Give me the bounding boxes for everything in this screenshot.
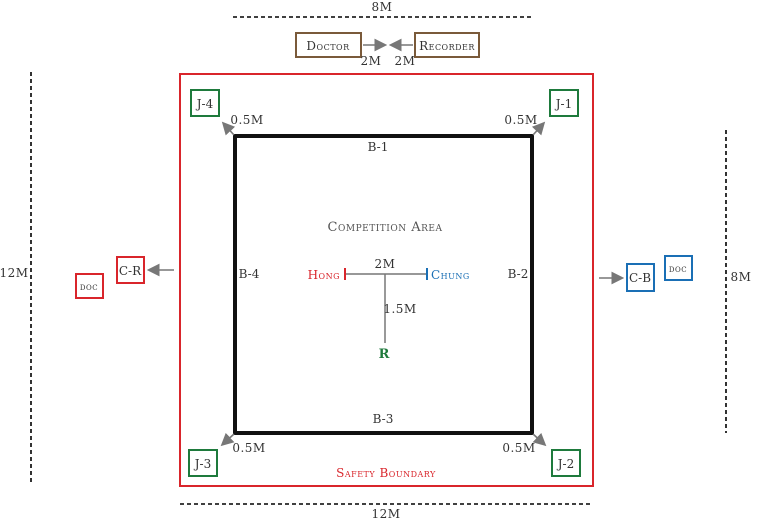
red-coach-box: [116, 256, 145, 284]
corner-arrow-bl: [220, 432, 235, 447]
safety-boundary: [179, 73, 594, 487]
top-dimension-label: 8M: [372, 0, 393, 14]
blue-doc-box: [664, 255, 693, 281]
fighter-gap-label: 2M: [375, 257, 396, 271]
corner-arrow-tl: [221, 121, 236, 136]
judge-j2-box: [551, 449, 581, 477]
blue-coach-box: [626, 263, 655, 292]
corner-distance-tl: 0.5M: [230, 113, 263, 127]
doctor-label: Doctor: [306, 39, 350, 53]
recorder-box: [414, 32, 480, 58]
boundary-b1-label: B-1: [368, 140, 389, 154]
boundary-b3-label: B-3: [373, 412, 394, 426]
judge-j2-label: J-2: [556, 457, 575, 471]
red-doc-box: [75, 273, 104, 299]
corner-distance-tr: 0.5M: [504, 113, 537, 127]
left-dimension-label: 12M: [0, 266, 29, 280]
referee-gap-label: 1.5M: [383, 302, 416, 316]
corner-distance-bl: 0.5M: [232, 441, 265, 455]
referee-label: R: [379, 347, 390, 362]
red-doc-label: doc: [80, 282, 98, 293]
boundary-b4-label: B-4: [239, 267, 260, 281]
red-coach-label: C-R: [119, 264, 142, 278]
judge-j3-box: [188, 449, 218, 477]
judge-j4-box: [190, 89, 220, 117]
recorder-label: Recorder: [419, 39, 475, 53]
judge-j1-box: [549, 89, 579, 117]
judge-j3-label: J-3: [193, 457, 212, 471]
corner-arrow-br: [532, 432, 547, 447]
right-dimension-label: 8M: [731, 270, 752, 284]
blue-doc-label: doc: [669, 264, 687, 275]
safety-boundary-label: Safety Boundary: [336, 466, 436, 480]
competition-area: [233, 134, 534, 435]
doctor-gap-label: 2M: [361, 54, 382, 68]
judge-j4-label: J-4: [195, 97, 214, 111]
recorder-gap-label: 2M: [395, 54, 416, 68]
blue-coach-label: C-B: [629, 271, 651, 285]
boundary-b2-label: B-2: [508, 267, 529, 281]
hong-label: Hong: [308, 268, 340, 282]
doctor-box: [295, 32, 362, 58]
corner-arrow-tr: [531, 121, 546, 136]
competition-area-label: Competition Area: [328, 220, 443, 235]
corner-distance-br: 0.5M: [502, 441, 535, 455]
judge-j1-label: J-1: [554, 97, 573, 111]
chung-label: Chung: [431, 268, 470, 282]
bottom-dimension-label: 12M: [371, 507, 400, 521]
